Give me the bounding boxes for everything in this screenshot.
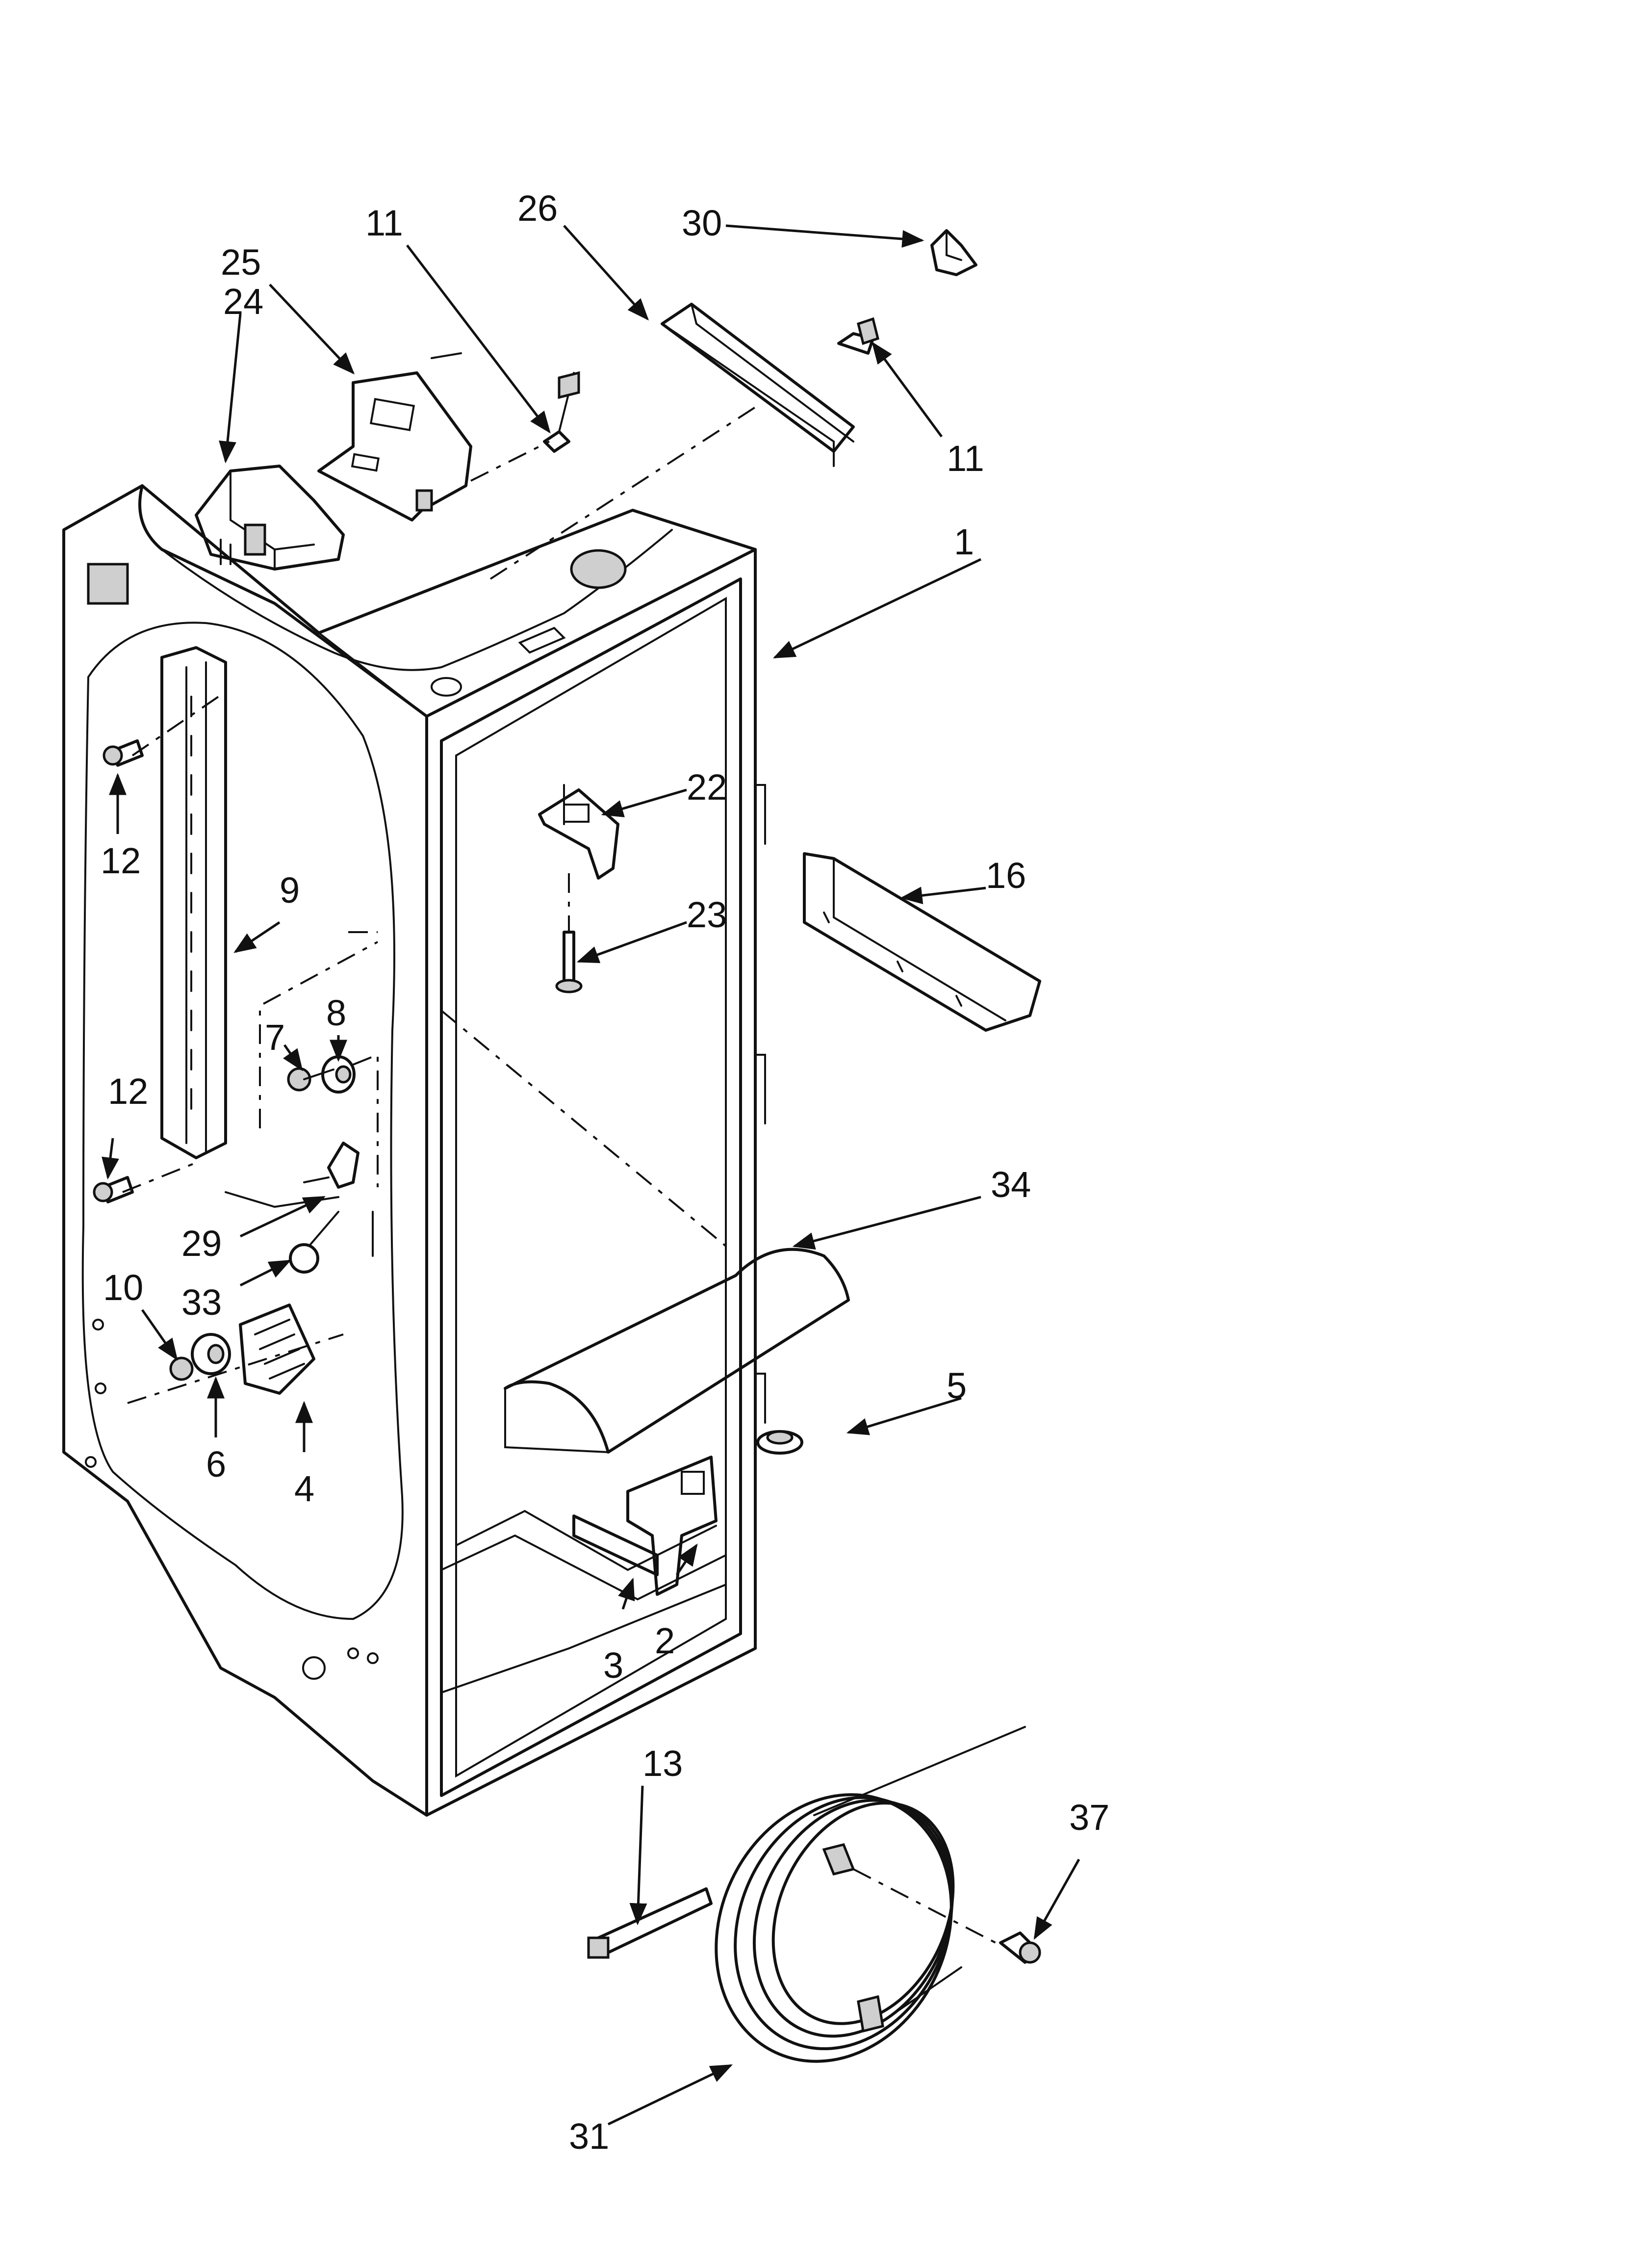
callout-7: 7 xyxy=(265,1017,285,1058)
callout-13: 13 xyxy=(642,1743,683,1784)
control-housing xyxy=(195,465,345,571)
cable-tie-13 xyxy=(587,1887,713,1959)
callout-4: 4 xyxy=(294,1468,314,1509)
callout-5: 5 xyxy=(947,1365,967,1406)
callout-16: 16 xyxy=(986,855,1026,896)
callout-29: 29 xyxy=(181,1223,222,1264)
callout-10: 10 xyxy=(103,1267,143,1308)
grommet-5 xyxy=(756,1430,803,1455)
assembly-lines xyxy=(122,406,756,1404)
screw-23 xyxy=(555,873,583,993)
callout-23: 23 xyxy=(687,894,727,935)
bracket-22 xyxy=(538,784,619,880)
screw-11-right xyxy=(837,317,879,355)
leader-lines xyxy=(102,224,1080,2126)
callout-2: 2 xyxy=(655,1620,675,1661)
bracket-3 xyxy=(572,1514,659,1576)
callout-22: 22 xyxy=(687,767,727,808)
lamp-socket-29 xyxy=(303,1142,359,1189)
callout-12a: 12 xyxy=(101,840,141,881)
shelf-ladder-rail xyxy=(160,646,227,1159)
lamp-bulb-33 xyxy=(289,1211,339,1274)
screw-12-lower xyxy=(93,1176,134,1203)
screw-11-left xyxy=(543,371,580,453)
bracket-2 xyxy=(626,1456,718,1596)
callout-25: 25 xyxy=(221,242,261,283)
callout-11b: 11 xyxy=(947,438,984,479)
callout-11a: 11 xyxy=(365,203,403,243)
callout-1: 1 xyxy=(954,521,974,562)
cabinet-shell xyxy=(62,484,766,1817)
screw-10 xyxy=(169,1356,194,1381)
clip-30 xyxy=(930,229,977,276)
spacer-6 xyxy=(191,1333,231,1375)
callout-labels: 1 2 3 4 5 6 7 8 9 10 11 11 12 12 13 16 2… xyxy=(101,188,1109,2157)
callout-37: 37 xyxy=(1069,1797,1109,1838)
callout-30: 30 xyxy=(682,203,722,243)
top-rail-26 xyxy=(661,303,855,467)
spacer-8 xyxy=(321,1055,356,1094)
callout-34: 34 xyxy=(991,1164,1031,1205)
screw-12-upper xyxy=(103,739,144,767)
bracket-25 xyxy=(317,352,472,521)
callout-9: 9 xyxy=(280,870,300,911)
trim-channel-16 xyxy=(803,852,1041,1032)
water-tube-coil-31 xyxy=(715,1726,1026,2063)
callout-3: 3 xyxy=(603,1645,623,1686)
callout-26: 26 xyxy=(517,188,558,229)
callout-24: 24 xyxy=(223,281,263,322)
lamp-shield-4 xyxy=(239,1303,315,1395)
callout-6: 6 xyxy=(206,1444,226,1485)
callout-31: 31 xyxy=(569,2116,609,2157)
callout-12b: 12 xyxy=(108,1071,148,1112)
crisper-cover-34 xyxy=(504,1248,850,1454)
screw-37 xyxy=(853,1868,1041,1964)
callout-33: 33 xyxy=(181,1282,222,1323)
callout-8: 8 xyxy=(326,992,346,1033)
